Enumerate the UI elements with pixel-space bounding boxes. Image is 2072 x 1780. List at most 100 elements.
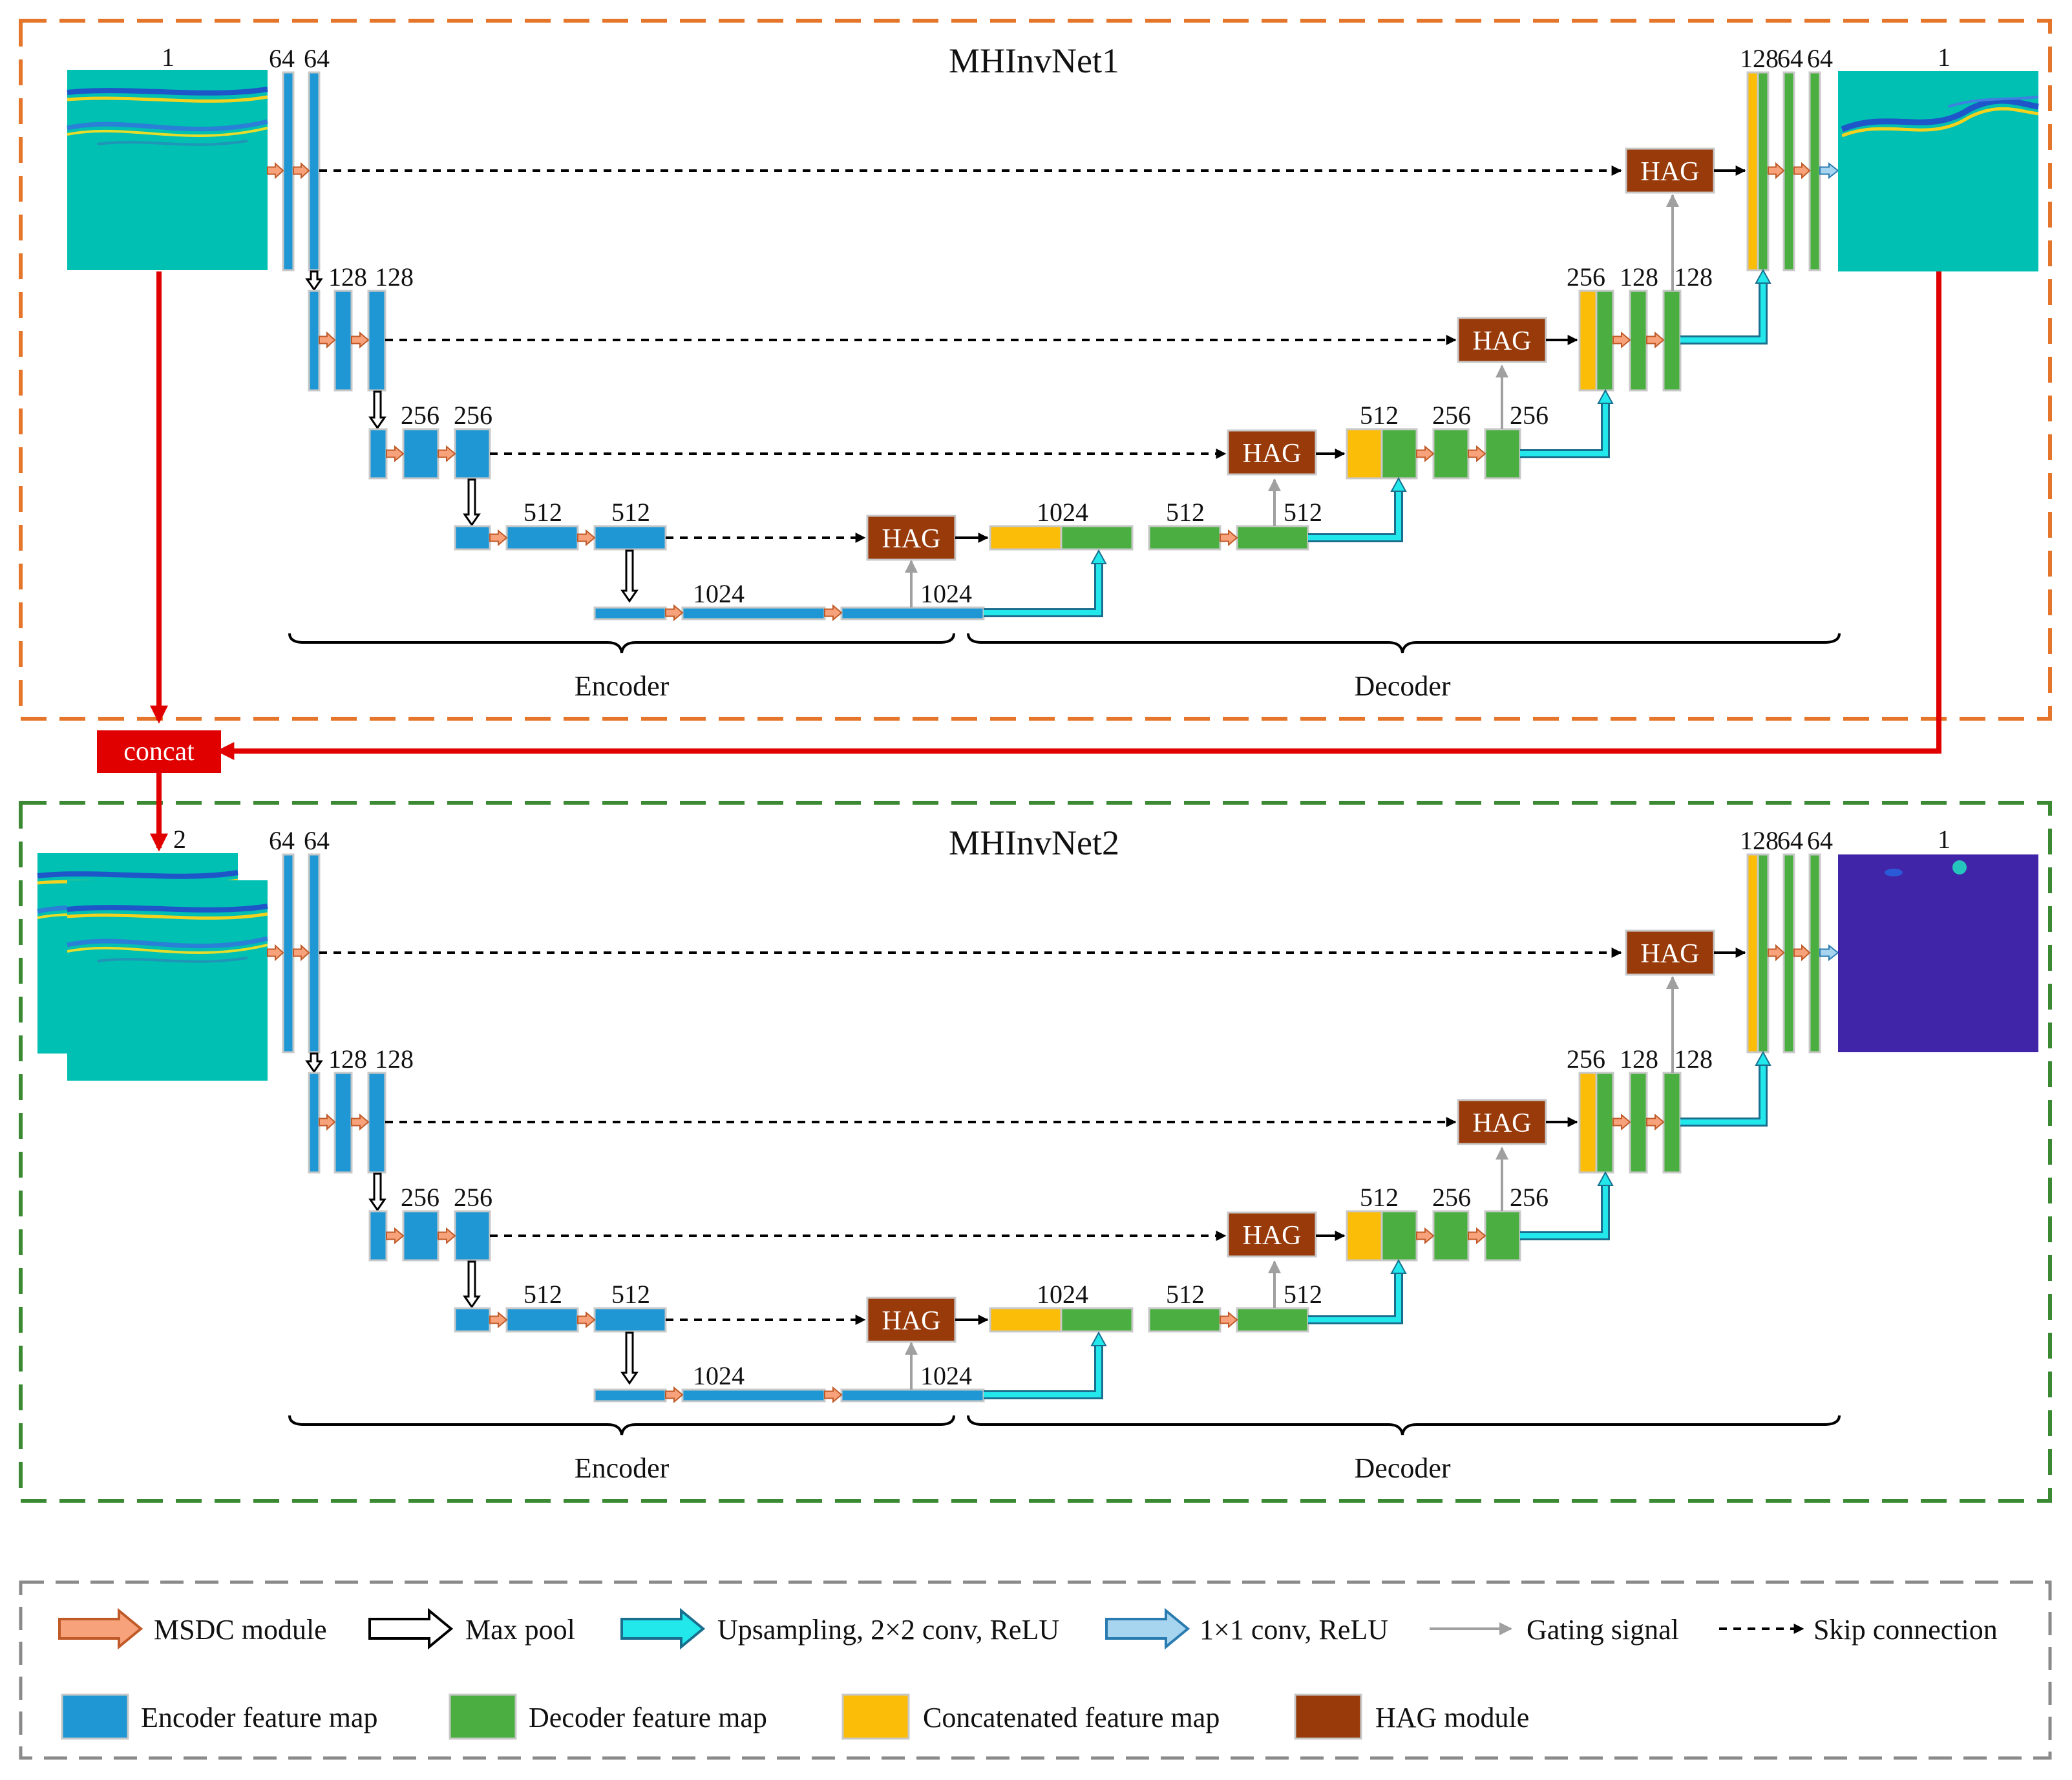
msdc-arrow (1416, 1227, 1435, 1245)
channel-label: 256 (454, 1183, 492, 1212)
decoder-brace (967, 633, 1841, 653)
bottleneck-map-pool (593, 606, 667, 620)
hag-module-l2: HAG (1457, 317, 1547, 363)
msdc-arrow (489, 529, 508, 547)
msdc-arrow (1612, 331, 1631, 349)
msdc-arrow (1612, 1113, 1631, 1131)
legend-msdc-arrow (58, 1607, 143, 1650)
encoder-map-64a (282, 71, 295, 271)
reflection-event (67, 95, 268, 103)
channel-label: 512 (1284, 498, 1322, 527)
legend-maxpool-label: Max pool (465, 1614, 575, 1646)
msdc-arrow (1468, 445, 1486, 463)
channel-label: 1024 (693, 579, 745, 608)
reflection-event (67, 127, 268, 137)
hag-label: HAG (1473, 326, 1532, 356)
channel-label: 128 (1620, 1044, 1658, 1074)
concat-map-l3 (1346, 428, 1383, 480)
upsample-pipe (984, 1344, 1101, 1397)
velocity-anomaly (1885, 869, 1903, 876)
upsample-pipe (1308, 1272, 1401, 1322)
decoder-map-l2-cat (1595, 1072, 1614, 1174)
input-wavefield-front (67, 880, 268, 1081)
decoder-map-l1-cat (1757, 853, 1770, 1054)
upsample-arrowhead (1755, 268, 1771, 284)
hag-label: HAG (1641, 939, 1700, 969)
encoder-map-l4-pool (454, 1307, 491, 1333)
hag-label: HAG (1473, 1108, 1532, 1138)
channel-label: 1024 (920, 1361, 972, 1390)
channel-label: 512 (1166, 498, 1205, 527)
legend-concat-swatch (841, 1693, 910, 1740)
channel-label: 256 (1567, 262, 1605, 291)
concat-map-l1 (1746, 71, 1759, 271)
msdc-arrow (824, 604, 843, 622)
maxpool-arrow (368, 390, 386, 430)
encoder-section-label: Encoder (575, 670, 670, 702)
encoder-map-l4-pool (454, 525, 491, 551)
decoder-map-l2b (1662, 290, 1682, 392)
decoder-map-l3-cat (1380, 428, 1418, 480)
legend-hag-label: HAG module (1375, 1702, 1529, 1733)
upsample-arrowhead (1090, 549, 1107, 564)
channel-label: 512 (1284, 1280, 1322, 1309)
decoder-map-l1-cat (1757, 71, 1770, 271)
legend-msdc-label: MSDC module (154, 1614, 327, 1646)
concat-connection: concat (97, 271, 1941, 852)
encoder-brace (288, 633, 955, 653)
maxpool-arrow (305, 270, 323, 291)
encoder-map-l3-pool (368, 428, 388, 480)
channel-label: 1024 (693, 1361, 745, 1390)
msdc-arrow (1416, 445, 1435, 463)
msdc-arrow (665, 604, 684, 622)
msdc-arrow (293, 944, 310, 962)
reflection-event (67, 904, 268, 913)
msdc-arrow (1768, 162, 1785, 180)
channel-label: 128 (1740, 44, 1779, 73)
decoder-map-l1b (1808, 853, 1821, 1054)
upsample-connector-l4 (1308, 1258, 1407, 1324)
channel-label: 512 (611, 498, 650, 527)
upsample-connector-l3 (1520, 388, 1614, 458)
maxpool-arrow (368, 1172, 386, 1212)
channel-label: 512 (523, 498, 562, 527)
encoder-map-64b (308, 853, 321, 1054)
velocity-bg (1838, 854, 2038, 1052)
channel-label: 64 (1807, 44, 1833, 73)
upsample-arrowhead (1390, 1258, 1407, 1274)
upsample-connector-bottleneck (984, 549, 1107, 617)
hag-module-l4: HAG (866, 514, 957, 561)
hag-box (866, 1297, 957, 1343)
bottleneck-map-1024a (681, 1388, 826, 1403)
legend-skip-label: Skip connection (1813, 1614, 1998, 1646)
msdc-arrow (386, 445, 405, 463)
upsample-pipe (984, 562, 1101, 615)
maxpool-arrow (463, 1260, 481, 1309)
concat-rect (97, 730, 221, 773)
output-channel-label: 1 (1938, 43, 1950, 72)
upsample-arrowhead (1597, 388, 1614, 404)
channel-label: 128 (1620, 262, 1658, 291)
upsample-pipe-outline (984, 562, 1103, 617)
decoder-map-l3-cat (1380, 1210, 1418, 1262)
channel-label: 128 (328, 262, 367, 291)
msdc-arrow (1220, 529, 1238, 547)
decoder-map-l3b (1484, 428, 1521, 480)
output-wavefield (1838, 71, 2039, 271)
channel-label: 1024 (1037, 1280, 1088, 1309)
encoder-map-l3-pool (368, 1210, 388, 1262)
encoder-map-128a (333, 290, 353, 392)
hag-label: HAG (1641, 157, 1700, 187)
input-wavefield (67, 70, 268, 270)
decoder-map-l4-cat (1060, 525, 1134, 551)
channel-label: 512 (1360, 401, 1399, 430)
decoder-map-l1a (1782, 853, 1795, 1054)
encoder-map-128b (367, 290, 386, 392)
legend-frame (19, 1580, 2052, 1760)
upsample-connector-l2 (1680, 268, 1771, 344)
reflection-event (67, 944, 268, 954)
reflection-event (1841, 107, 2039, 138)
legend-upsample-label: Upsampling, 2×2 conv, ReLU (717, 1614, 1059, 1646)
encoder-map-256a (402, 428, 439, 480)
encoder-map-256a (402, 1210, 439, 1262)
